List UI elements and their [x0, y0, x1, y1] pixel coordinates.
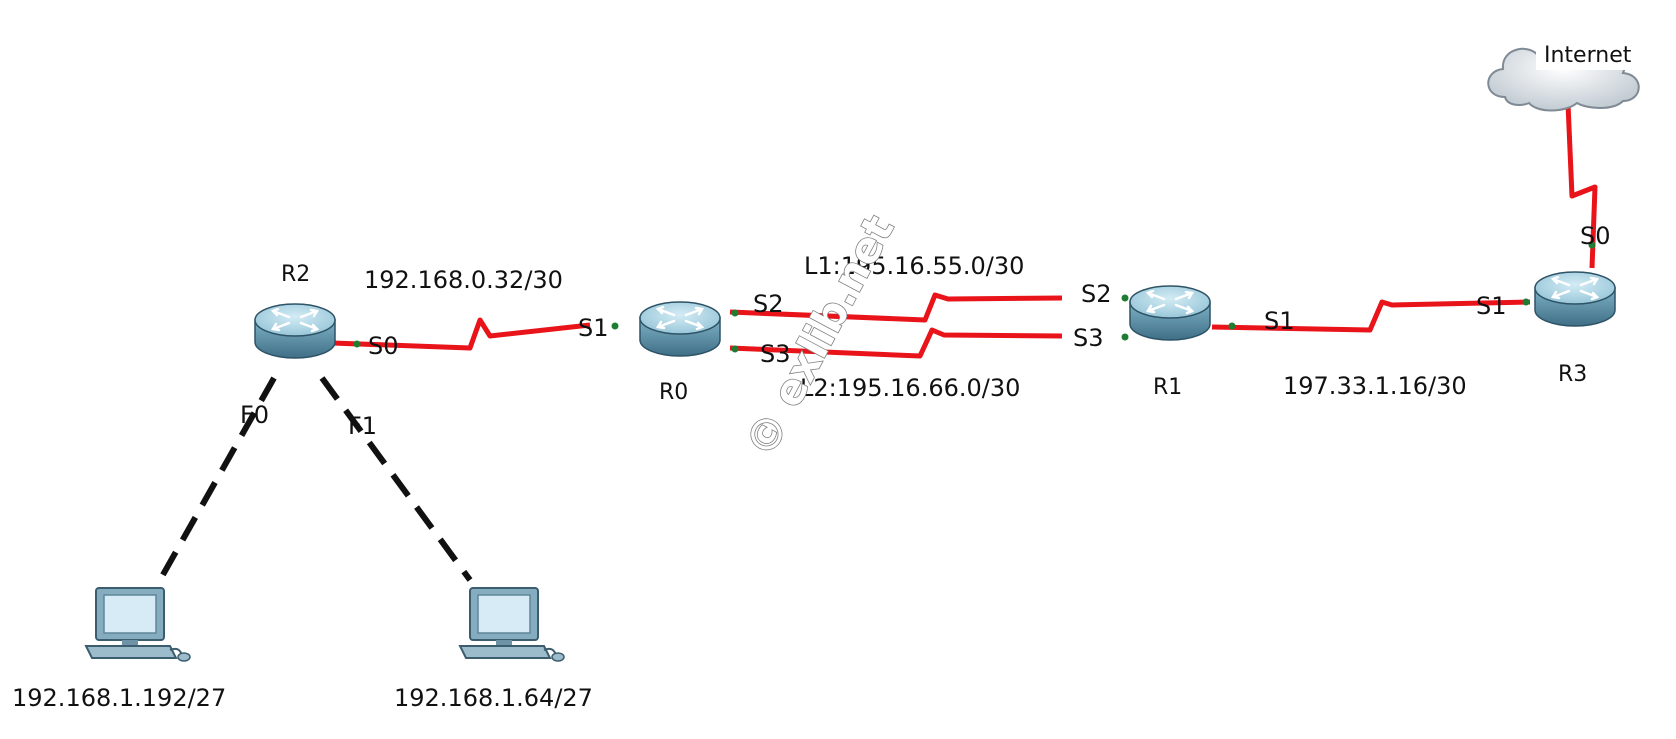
r1-s3-label: S3 — [1073, 324, 1104, 352]
link-l1 — [729, 292, 1063, 323]
lan-left-label: 192.168.1.192/27 — [12, 684, 226, 712]
link-r1-r3 — [1211, 299, 1531, 333]
router-r3[interactable] — [1533, 270, 1617, 328]
watermark: © exlib.net — [736, 207, 904, 464]
r0-name: R0 — [659, 380, 688, 405]
router-r0[interactable] — [638, 300, 722, 358]
net-r1-r3-label: 197.33.1.16/30 — [1283, 372, 1467, 400]
internet-label-bg — [1536, 34, 1658, 70]
r3-s1-label: S1 — [1476, 292, 1507, 320]
r2-f0-label: F0 — [240, 401, 269, 429]
link-r2-pc-right — [319, 376, 473, 582]
lan-right-label: 192.168.1.64/27 — [394, 684, 593, 712]
pc-right[interactable] — [459, 587, 565, 662]
link-r2-r0 — [331, 317, 591, 351]
r2-s0-label: S0 — [368, 332, 399, 360]
net-l2-label: L2:195.16.66.0/30 — [800, 374, 1020, 402]
net-l1-label: L1:195.16.55.0/30 — [804, 252, 1024, 280]
net-r2-r0-label: 192.168.0.32/30 — [364, 266, 563, 294]
r1-name: R1 — [1153, 375, 1182, 400]
internet-label: Internet — [1544, 43, 1632, 68]
router-r1[interactable] — [1128, 284, 1212, 342]
link-r3-internet — [1565, 103, 1598, 269]
r2-name: R2 — [281, 262, 310, 287]
link-l2 — [729, 327, 1063, 359]
r3-s0-label: S0 — [1580, 222, 1611, 250]
r2-f1-label: F1 — [348, 412, 377, 440]
pc-left[interactable] — [85, 587, 191, 662]
r1-s1-label: S1 — [1264, 307, 1295, 335]
r0-s1-label: S1 — [578, 314, 609, 342]
r0-s3-label: S3 — [760, 340, 791, 368]
r1-s2-label: S2 — [1081, 280, 1112, 308]
r0-s2-label: S2 — [753, 290, 784, 318]
r3-name: R3 — [1558, 362, 1587, 387]
interface-dots — [353, 241, 1596, 353]
router-r2[interactable] — [253, 302, 337, 360]
